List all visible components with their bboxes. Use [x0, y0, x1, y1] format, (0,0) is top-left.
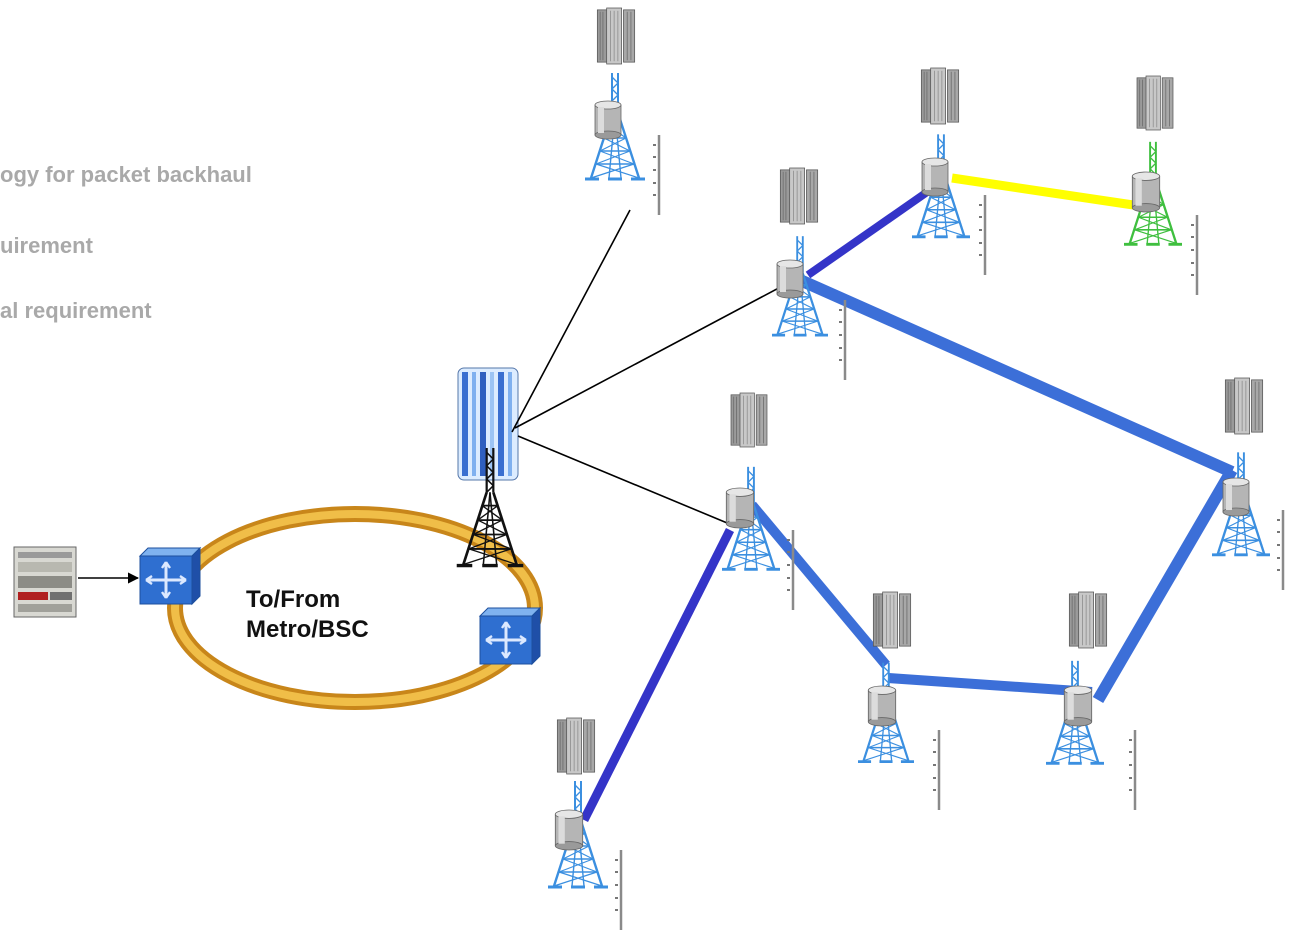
bullet-text-3: al requirement: [0, 298, 152, 323]
microwave-links: [579, 173, 1238, 823]
bullet-text-2: uirement: [0, 233, 93, 258]
cell-tower-3-icon: [912, 67, 987, 277]
equipment-rack-icon: [13, 546, 77, 618]
ring-label-line1: To/From: [246, 586, 341, 613]
metro-switch-right-icon: [478, 606, 542, 666]
hub-access-links: [511, 209, 791, 526]
cell-tower-7-icon: [858, 591, 941, 812]
cell-tower-8-icon: [1046, 591, 1137, 812]
metro-ring-label: To/From Metro/BSC: [246, 585, 369, 645]
metro-switch-left-icon: [138, 546, 202, 606]
cell-tower-9-icon: [548, 717, 623, 932]
cell-tower-1-icon: [585, 7, 661, 217]
bullet-text-1: ogy for packet backhaul: [0, 162, 252, 187]
hub-tower-icon: [454, 367, 526, 568]
cell-tower-4-icon: [1124, 75, 1199, 297]
cell-tower-6-icon: [1212, 377, 1285, 592]
ring-label-line2: Metro/BSC: [246, 616, 369, 643]
cell-tower-5-icon: [722, 392, 795, 612]
